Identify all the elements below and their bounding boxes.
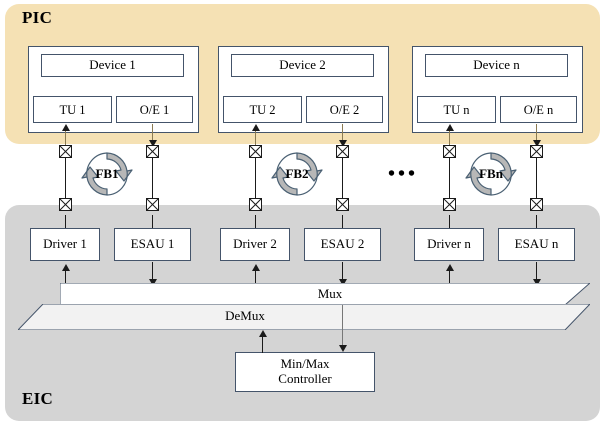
- eic-panel-label: EIC: [22, 389, 54, 408]
- link-oe-2-esau: [342, 215, 343, 233]
- device-box-1: Device 1: [41, 54, 184, 77]
- demux-label: DeMux: [225, 308, 265, 323]
- arrow-tu-2: [252, 124, 260, 131]
- connector-icon-tu-1-top: [59, 145, 72, 158]
- link-oe-n-upper: [536, 124, 537, 151]
- feedback-label-n: FBn: [479, 166, 503, 181]
- link-oe-1-upper: [152, 124, 153, 151]
- connector-icon-tu-2-bottom: [249, 198, 262, 211]
- oe-box-2: O/E 2: [306, 96, 383, 123]
- tu-box-n: TU n: [417, 96, 496, 123]
- arrow-oe-2: [339, 140, 347, 147]
- connector-icon-tu-2-top: [249, 145, 262, 158]
- feedback-loop-icon-2: FB2: [270, 147, 324, 201]
- link-oe-1-lower: [152, 158, 153, 204]
- link-tu-1-lower: [65, 158, 66, 204]
- link-esau-mux-1: [152, 262, 153, 286]
- connector-icon-tu-1-bottom: [59, 198, 72, 211]
- tu-box-1: TU 1: [33, 96, 112, 123]
- connector-icon-oe-n-bottom: [530, 198, 543, 211]
- ellipsis-separator: •••: [388, 163, 419, 185]
- link-oe-1-esau: [152, 215, 153, 233]
- feedback-loop-icon-n: FBn: [464, 147, 518, 201]
- esau-box-1: ESAU 1: [114, 228, 191, 261]
- driver-box-1: Driver 1: [30, 228, 100, 261]
- controller-line-1: Min/Max: [280, 356, 330, 372]
- connector-icon-tu-n-bottom: [443, 198, 456, 211]
- connector-icon-tu-n-top: [443, 145, 456, 158]
- link-tu-2-lower: [255, 158, 256, 204]
- link-esau-mux-2: [342, 262, 343, 286]
- connector-icon-oe-1-bottom: [146, 198, 159, 211]
- device-box-n: Device n: [425, 54, 568, 77]
- feedback-loop-icon-1: FB1: [80, 147, 134, 201]
- oe-box-n: O/E n: [500, 96, 577, 123]
- link-tu-n-lower: [449, 158, 450, 204]
- arrow-oe-n: [533, 140, 541, 147]
- connector-icon-oe-2-top: [336, 145, 349, 158]
- demux-block: [16, 303, 592, 331]
- link-tu-2-driver: [255, 215, 256, 233]
- link-oe-2-lower: [342, 158, 343, 204]
- arrow-controller-up: [259, 330, 267, 337]
- esau-box-2: ESAU 2: [304, 228, 381, 261]
- arrow-controller-down: [339, 345, 347, 352]
- min-max-controller-box: Min/Max Controller: [235, 352, 375, 392]
- arrow-driver-n: [446, 264, 454, 271]
- arrow-driver-1: [62, 264, 70, 271]
- arrow-tu-n: [446, 124, 454, 131]
- mux-label: Mux: [317, 286, 343, 301]
- connector-icon-oe-n-top: [530, 145, 543, 158]
- link-oe-n-lower: [536, 158, 537, 204]
- link-tu-n-upper: [449, 126, 450, 152]
- link-tu-2-upper: [255, 126, 256, 152]
- link-controller-demux: [262, 334, 263, 353]
- arrow-driver-2: [252, 264, 260, 271]
- arrow-oe-1: [149, 140, 157, 147]
- feedback-label-2: FB2: [285, 166, 309, 181]
- link-oe-2-upper: [342, 124, 343, 151]
- link-esau-mux-n: [536, 262, 537, 286]
- feedback-label-1: FB1: [95, 166, 119, 181]
- oe-box-1: O/E 1: [116, 96, 193, 123]
- link-oe-n-esau: [536, 215, 537, 233]
- esau-box-n: ESAU n: [498, 228, 575, 261]
- tu-box-2: TU 2: [223, 96, 302, 123]
- link-tu-1-upper: [65, 126, 66, 152]
- connector-icon-oe-2-bottom: [336, 198, 349, 211]
- link-tu-n-driver: [449, 215, 450, 233]
- driver-box-2: Driver 2: [220, 228, 290, 261]
- link-tu-1-driver: [65, 215, 66, 233]
- connector-icon-oe-1-top: [146, 145, 159, 158]
- arrow-tu-1: [62, 124, 70, 131]
- link-mux-controller: [342, 305, 343, 347]
- device-box-2: Device 2: [231, 54, 374, 77]
- driver-box-n: Driver n: [414, 228, 484, 261]
- controller-line-2: Controller: [278, 371, 332, 386]
- pic-panel-label: PIC: [22, 8, 53, 27]
